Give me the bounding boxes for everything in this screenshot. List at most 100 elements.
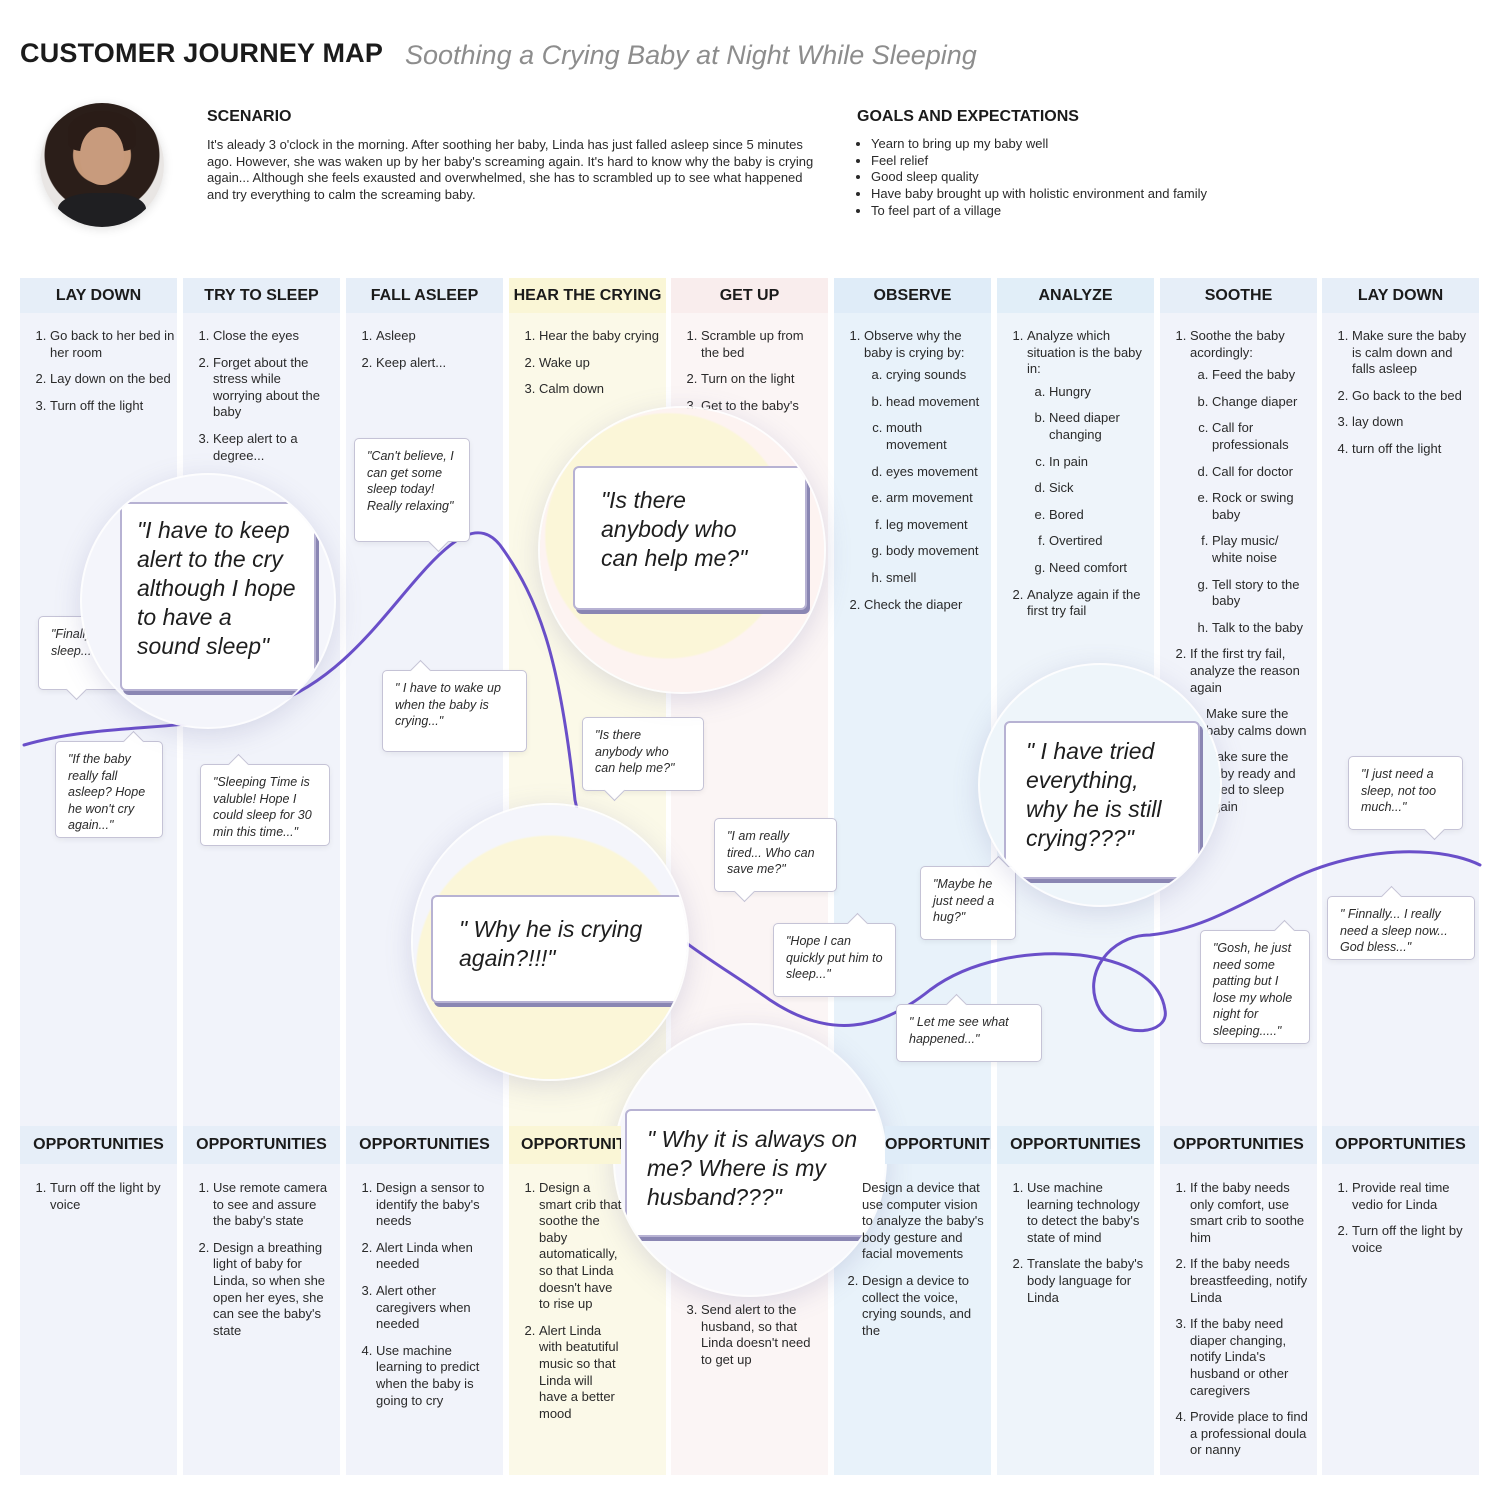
persona-avatar xyxy=(40,103,164,227)
opportunities-list: Use machine learning technology to detec… xyxy=(997,1180,1147,1316)
step-item: Soothe the baby acordingly: Feed the bab… xyxy=(1190,328,1310,636)
stage-header-lay-down-2: LAY DOWN xyxy=(1322,278,1479,313)
goal-item: Good sleep quality xyxy=(871,169,1207,186)
sub-item: Call for doctor xyxy=(1212,464,1310,481)
opportunity-item: Alert other caregivers when needed xyxy=(376,1283,496,1333)
stage-header-get-up: GET UP xyxy=(671,278,828,313)
sub-item: Talk to the baby xyxy=(1212,620,1310,637)
opportunity-item: Provide real time vedio for Linda xyxy=(1352,1180,1472,1213)
step-item: Analyze again if the first try fail xyxy=(1027,587,1147,620)
opportunity-item: If the baby need diaper changing, notify… xyxy=(1190,1316,1310,1399)
opportunity-item: Turn off the light by voice xyxy=(50,1180,177,1213)
stage-header-hear-the-crying: HEAR THE CRYING xyxy=(509,278,666,313)
opportunities-list: Design a smart crib that soothe the baby… xyxy=(509,1180,622,1432)
highlight-lens: " Why it is always on me? Where is my hu… xyxy=(615,1025,885,1295)
analyze-sublist: Hungry Need diaper changing In pain Sick… xyxy=(1027,384,1147,577)
sub-item: Sick xyxy=(1049,480,1147,497)
step-text: Analyze which situation is the baby in: xyxy=(1027,328,1142,377)
opportunity-item: Design a device that use computer vision… xyxy=(862,1180,984,1262)
quote-bubble: "Can't believe, I can get some sleep tod… xyxy=(354,438,470,542)
sub-item: Overtired xyxy=(1049,533,1147,550)
highlight-quote: " Why he is crying again?!!!" xyxy=(431,895,687,1003)
sub-item: Need comfort xyxy=(1049,560,1147,577)
opportunity-item: Use remote camera to see and assure the … xyxy=(213,1180,333,1230)
highlight-quote: "Is there anybody who can help me?" xyxy=(573,466,807,610)
stage-steps: Go back to her bed in her room Lay down … xyxy=(20,328,177,424)
sub-item: mouth movement xyxy=(886,420,984,453)
step-item: Turn off the light xyxy=(50,398,177,415)
goal-item: Feel relief xyxy=(871,153,1207,170)
opportunity-item: Translate the baby's body language for L… xyxy=(1027,1256,1147,1306)
sub-item: Bored xyxy=(1049,507,1147,524)
goals-heading: GOALS AND EXPECTATIONS xyxy=(857,108,1079,125)
step-item: Make sure the baby ready and need to sle… xyxy=(1206,749,1296,815)
stage-steps: Observe why the baby is crying by: cryin… xyxy=(834,328,984,623)
opportunity-item: If the baby needs breastfeeding, notify … xyxy=(1190,1256,1310,1306)
sub-item: crying sounds xyxy=(886,367,984,384)
opportunity-item: Design a sensor to identify the baby's n… xyxy=(376,1180,496,1230)
stage-header-fall-asleep: FALL ASLEEP xyxy=(346,278,503,313)
step-item: Keep alert to a degree... xyxy=(213,431,333,464)
quote-bubble: " Finnally... I really need a sleep now.… xyxy=(1327,896,1475,960)
stage-steps: Hear the baby crying Wake up Calm down xyxy=(509,328,664,408)
sub-item: Rock or swing baby xyxy=(1212,490,1310,523)
step-item: Go back to the bed xyxy=(1352,388,1472,405)
step-item: Keep alert... xyxy=(376,355,496,372)
quote-bubble: " I have to wake up when the baby is cry… xyxy=(382,670,527,752)
sub-item: arm movement xyxy=(886,490,984,507)
quote-bubble: "Hope I can quickly put him to sleep..." xyxy=(773,923,896,997)
sub-item: Tell story to the baby xyxy=(1212,577,1310,610)
highlight-quote: "I have to keep alert to the cry althoug… xyxy=(120,502,316,691)
step-item: Make sure the baby calms down xyxy=(1206,706,1307,738)
page-title: CUSTOMER JOURNEY MAP xyxy=(20,38,384,68)
opportunity-item: Alert Linda when needed xyxy=(376,1240,496,1273)
highlight-lens: "Is there anybody who can help me?" xyxy=(540,408,824,692)
opportunity-item: Alert Linda with beatutiful music so tha… xyxy=(539,1323,622,1423)
sub-item: Call for professionals xyxy=(1212,420,1310,453)
opportunity-item: Use machine learning to predict when the… xyxy=(376,1343,496,1409)
emotion-curve-path xyxy=(22,531,1482,1033)
quote-bubble: "If the baby really fall asleep? Hope he… xyxy=(55,741,163,838)
opportunity-item: If the baby needs only comfort, use smar… xyxy=(1190,1180,1310,1246)
opportunities-header: OPPORTUNITIES xyxy=(20,1126,177,1164)
stage-header-try-to-sleep: TRY TO SLEEP xyxy=(183,278,340,313)
step-item: Observe why the baby is crying by: cryin… xyxy=(864,328,984,587)
quote-bubble: "Sleeping Time is valuble! Hope I could … xyxy=(200,764,330,846)
goal-item: To feel part of a village xyxy=(871,203,1207,220)
goal-item: Yearn to bring up my baby well xyxy=(871,136,1207,153)
page-subtitle: Soothing a Crying Baby at Night While Sl… xyxy=(405,40,977,70)
step-item: Wake up xyxy=(539,355,664,372)
opportunity-item: Design a breathing light of baby for Lin… xyxy=(213,1240,333,1340)
opportunities-header: OPPORTUNITIES xyxy=(183,1126,340,1164)
stage-steps: Asleep Keep alert... xyxy=(346,328,496,381)
step-item: Scramble up from the bed xyxy=(701,328,821,361)
step-item: Calm down xyxy=(539,381,664,398)
quote-bubble: "Maybe he just need a hug?" xyxy=(920,866,1016,940)
stage-steps: Analyze which situation is the baby in: … xyxy=(997,328,1147,630)
opportunities-list: Turn off the light by voice xyxy=(20,1180,177,1223)
opportunity-item: Provide place to find a professional dou… xyxy=(1190,1409,1310,1459)
scenario-text: It's aleady 3 o'clock in the morning. Af… xyxy=(207,137,814,203)
quote-bubble: "I just need a sleep, not too much..." xyxy=(1348,756,1463,830)
opportunity-item: Use machine learning technology to detec… xyxy=(1027,1180,1147,1246)
quote-bubble: "Gosh, he just need some patting but I l… xyxy=(1200,930,1310,1044)
highlight-quote: " Why it is always on me? Where is my hu… xyxy=(625,1109,885,1237)
opportunities-list: Provide real time vedio for Linda Turn o… xyxy=(1322,1180,1472,1266)
stage-header-observe: OBSERVE xyxy=(834,278,991,313)
step-item: Make sure the baby is calm down and fall… xyxy=(1352,328,1472,378)
opportunity-item: Design a device to collect the voice, cr… xyxy=(862,1273,984,1339)
stage-header-analyze: ANALYZE xyxy=(997,278,1154,313)
opportunities-list: Design a device that use computer vision… xyxy=(834,1180,984,1349)
step-item: Asleep xyxy=(376,328,496,345)
sub-item: head movement xyxy=(886,394,984,411)
stage-steps: Make sure the baby is calm down and fall… xyxy=(1322,328,1472,468)
stage-header-lay-down: LAY DOWN xyxy=(20,278,177,313)
quote-bubble: "I am really tired... Who can save me?" xyxy=(714,818,837,892)
opportunities-header: OPPORTUNITIES xyxy=(509,1126,621,1164)
soothe-sublist: Feed the baby Change diaper Call for pro… xyxy=(1190,367,1310,636)
opportunities-header: OPPORTUNITIES xyxy=(346,1126,503,1164)
quote-bubble: "Is there anybody who can help me?" xyxy=(582,717,704,791)
opportunity-item: Turn off the light by voice xyxy=(1352,1223,1472,1256)
step-item: Analyze which situation is the baby in: … xyxy=(1027,328,1147,577)
goal-item: Have baby brought up with holistic envir… xyxy=(871,186,1207,203)
